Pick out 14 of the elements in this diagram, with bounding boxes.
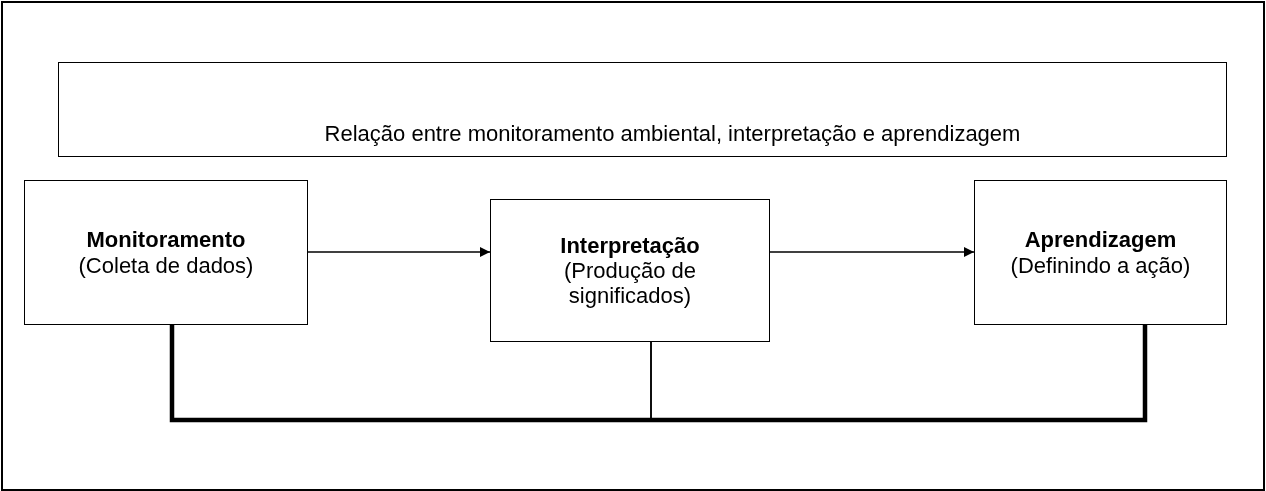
process-box: [490, 199, 770, 342]
process-box: [24, 180, 308, 325]
box-heading: Aprendizagem: [1024, 227, 1177, 253]
connector-line: [169, 325, 1148, 423]
box-description: (Coleta de dados): [78, 252, 254, 278]
process-box: [974, 180, 1227, 325]
arrow: [307, 247, 491, 257]
arrow: [769, 247, 975, 257]
box-heading: Monitoramento: [86, 227, 246, 253]
title-text: Relação entre monitoramento ambiental, interpretação e aprendizagem: [324, 120, 1021, 146]
box-description: (Produção de significados): [563, 257, 697, 309]
title-box: [58, 62, 1227, 157]
box-description: (Definindo a ação): [1010, 252, 1191, 278]
box-heading: Interpretação: [560, 232, 700, 258]
